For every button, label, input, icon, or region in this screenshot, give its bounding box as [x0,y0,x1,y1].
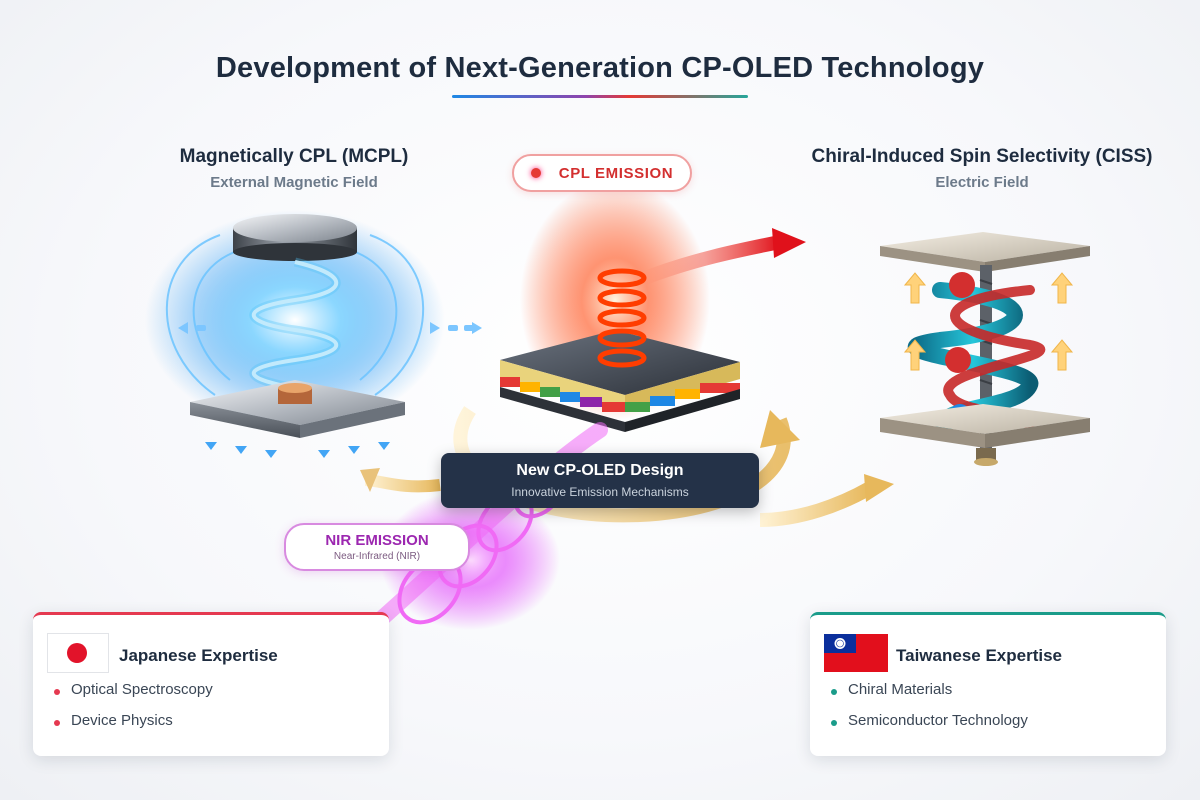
taiwan-flag-icon [824,634,888,672]
list-item: Chiral Materials [848,681,953,698]
bullet-icon [54,689,60,695]
design-box-title: New CP-OLED Design [516,462,684,479]
mcpl-device-illustration [145,210,482,458]
japanese-expertise-card: Japanese Expertise Optical Spectroscopy … [33,612,389,756]
japanese-expertise-heading: Japanese Expertise [119,646,278,665]
mcpl-heading: Magnetically CPL (MCPL) [179,146,409,167]
ciss-subheading: Electric Field [935,174,1029,191]
mcpl-subheading: External Magnetic Field [210,174,378,191]
nir-emission-label: NIR EMISSION [325,532,429,549]
nir-emission-sublabel: Near-Infrared (NIR) [333,551,421,562]
list-item: Semiconductor Technology [848,712,1028,729]
ciss-device-illustration [880,232,1090,466]
ciss-heading: Chiral-Induced Spin Selectivity (CISS) [811,146,1153,167]
title-underline [452,95,748,98]
nir-emission-badge: NIR EMISSION Near-Infrared (NIR) [284,523,470,571]
design-box-subtitle: Innovative Emission Mechanisms [511,485,689,499]
taiwanese-expertise-card: Taiwanese Expertise Chiral Materials Sem… [810,612,1166,756]
cpl-emission-badge: CPL EMISSION [512,154,692,192]
new-cp-oled-design-box: New CP-OLED Design Innovative Emission M… [441,453,759,508]
list-item: Device Physics [71,712,173,729]
japan-flag-icon [47,633,109,673]
list-item: Optical Spectroscopy [71,681,213,698]
cpl-emission-label: CPL EMISSION [558,164,674,182]
taiwanese-expertise-heading: Taiwanese Expertise [896,646,1062,665]
red-dot-icon [530,168,541,178]
page-title: Development of Next-Generation CP-OLED T… [215,52,985,84]
bullet-icon [831,689,837,695]
bullet-icon [54,720,60,726]
bullet-icon [831,720,837,726]
